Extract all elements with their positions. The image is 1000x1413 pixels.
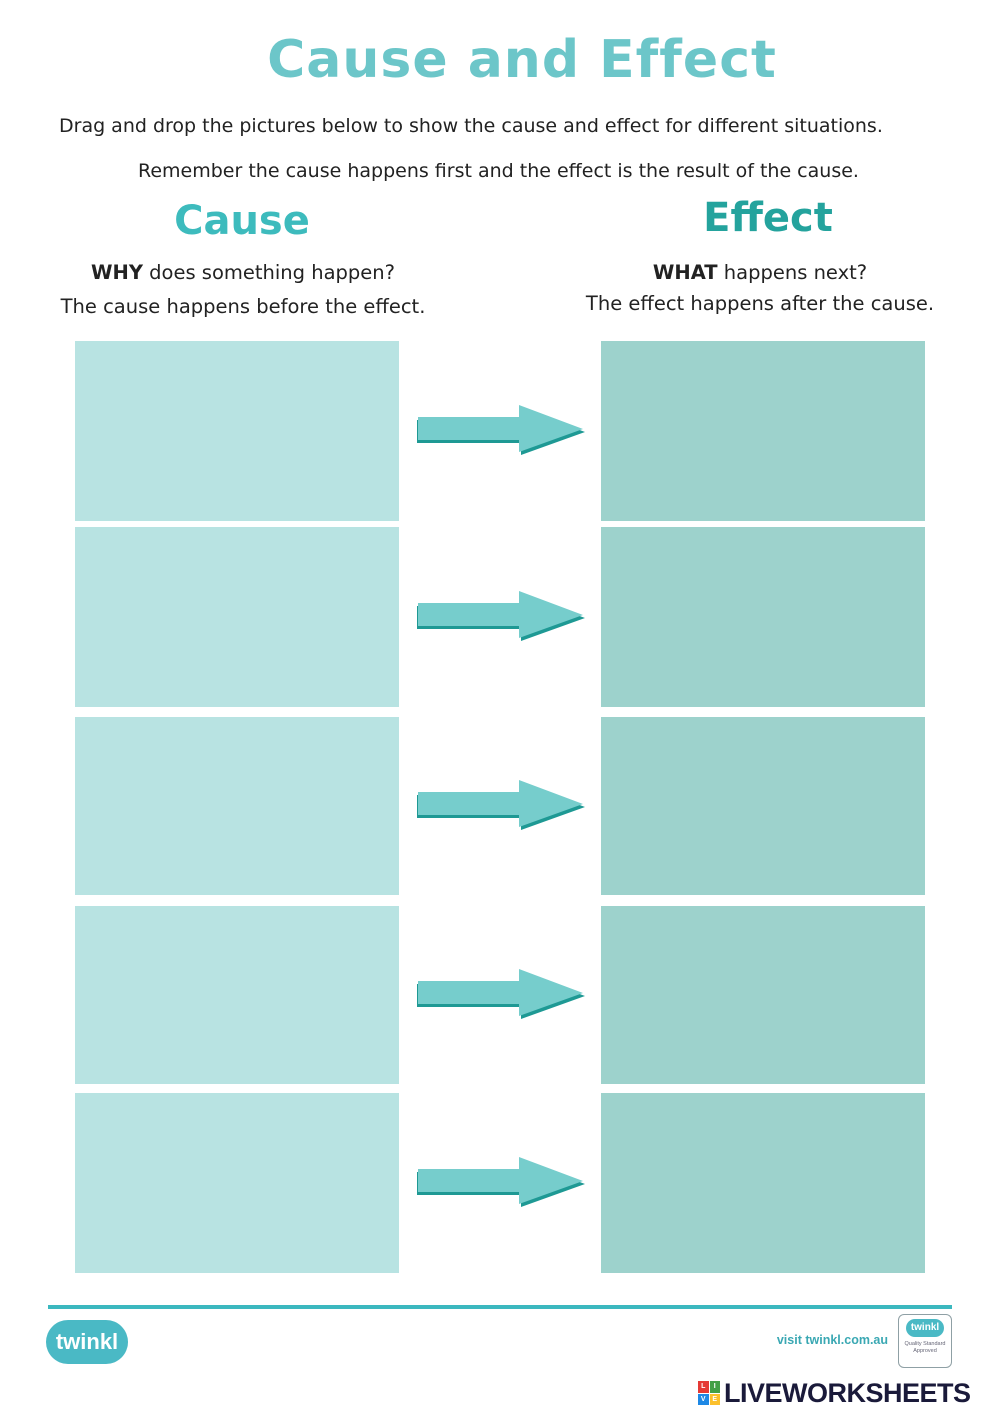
cause-description: The cause happens before the effect. bbox=[60, 295, 426, 318]
arrow-right-icon bbox=[417, 591, 585, 641]
arrow-right-icon bbox=[417, 780, 585, 830]
effect-description: The effect happens after the cause. bbox=[585, 292, 935, 315]
reminder-text: Remember the cause happens first and the… bbox=[138, 160, 859, 182]
liveworksheets-icon: L I V E bbox=[698, 1381, 720, 1405]
seal-text: Quality Standard Approved bbox=[904, 1341, 946, 1354]
quality-seal: twinkl Quality Standard Approved bbox=[898, 1314, 952, 1368]
footer-rule bbox=[48, 1305, 952, 1309]
effect-question: WHAT happens next? bbox=[652, 261, 868, 284]
cause-drop-zone[interactable] bbox=[75, 341, 399, 521]
effect-drop-zone[interactable] bbox=[601, 717, 925, 895]
effect-heading: Effect bbox=[703, 195, 833, 241]
effect-drop-zone[interactable] bbox=[601, 906, 925, 1084]
twinkl-logo[interactable]: twinkl bbox=[46, 1320, 128, 1364]
instruction-text: Drag and drop the pictures below to show… bbox=[59, 115, 883, 137]
arrow-right-icon bbox=[417, 969, 585, 1019]
cause-drop-zone[interactable] bbox=[75, 717, 399, 895]
arrow-right-icon bbox=[417, 1157, 585, 1207]
seal-logo: twinkl bbox=[906, 1319, 944, 1337]
cause-drop-zone[interactable] bbox=[75, 527, 399, 707]
effect-drop-zone[interactable] bbox=[601, 1093, 925, 1273]
effect-drop-zone[interactable] bbox=[601, 341, 925, 521]
arrow-right-icon bbox=[417, 405, 585, 455]
cause-heading: Cause bbox=[174, 198, 310, 244]
effect-drop-zone[interactable] bbox=[601, 527, 925, 707]
cause-question: WHY does something happen? bbox=[90, 261, 396, 284]
liveworksheets-brand[interactable]: L I V E LIVEWORKSHEETS bbox=[698, 1376, 971, 1410]
page-title: Cause and Effect bbox=[267, 30, 777, 90]
cause-drop-zone[interactable] bbox=[75, 906, 399, 1084]
cause-drop-zone[interactable] bbox=[75, 1093, 399, 1273]
visit-link[interactable]: visit twinkl.com.au bbox=[776, 1333, 888, 1347]
liveworksheets-wordmark: LIVEWORKSHEETS bbox=[724, 1377, 971, 1408]
